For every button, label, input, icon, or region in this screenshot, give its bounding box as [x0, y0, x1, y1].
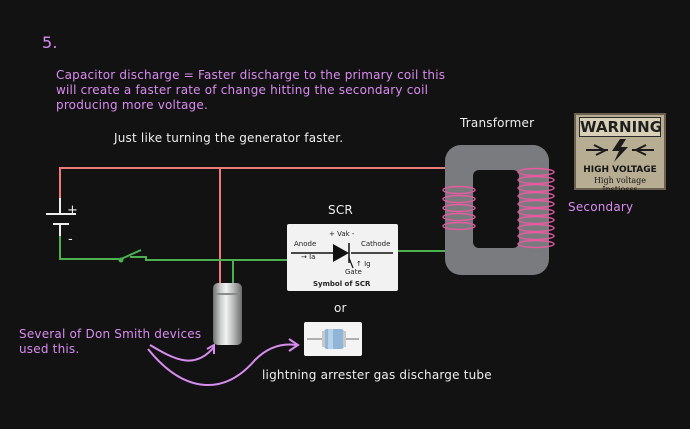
scr-ig-label: ↑ Ig — [356, 260, 371, 268]
devices-note-line: used this. — [19, 342, 80, 356]
note-line: producing more voltage. — [56, 98, 208, 112]
lightning-bolt-icon — [586, 139, 654, 162]
scr-vak-label: + Vak - — [329, 230, 355, 238]
battery-plus-label: + — [67, 203, 79, 218]
switch-lever — [120, 249, 142, 260]
gas-tube-icon — [307, 329, 359, 349]
thyristor-icon — [291, 243, 393, 269]
step-number: 5. — [42, 33, 58, 52]
arrow-to-tube — [147, 343, 297, 387]
scr-gate-label: Gate — [345, 268, 362, 276]
secondary-coil — [517, 167, 555, 249]
switch-contact — [118, 257, 124, 263]
scr-caption: Symbol of SCR — [313, 280, 371, 288]
arrow-to-capacitor-head — [206, 343, 215, 354]
warning-line-2: High voltage Instiosss — [593, 176, 647, 194]
scr-anode-label: Anode — [294, 240, 317, 248]
scr-label: SCR — [328, 203, 353, 217]
gas-discharge-tube-label: lightning arrester gas discharge tube — [262, 368, 492, 382]
capacitor-discharge-note: Capacitor discharge = Faster discharge t… — [56, 68, 456, 113]
devices-note: Several of Don Smith devices used this. — [19, 327, 201, 357]
high-voltage-warning-sign: WARNING HIGH VOLTAGE High voltage Instio… — [574, 113, 666, 194]
note-line: will create a faster rate of change hitt… — [56, 83, 429, 97]
scr-ia-label: → Ia — [301, 253, 316, 261]
transformer-core — [445, 145, 549, 275]
scr-cathode-label: Cathode — [361, 240, 391, 248]
generator-comparison: Just like turning the generator faster. — [114, 131, 344, 145]
devices-note-line: Several of Don Smith devices — [19, 327, 202, 341]
return-wire — [59, 236, 455, 283]
gas-discharge-tube-image — [304, 322, 362, 356]
positive-wire — [59, 167, 472, 285]
capacitor-image — [213, 283, 242, 345]
battery-symbol — [46, 198, 76, 236]
primary-coil — [442, 185, 476, 231]
transformer-label: Transformer — [460, 116, 535, 130]
secondary-label: Secondary — [568, 200, 634, 214]
or-label: or — [334, 301, 347, 315]
warning-title: WARNING — [579, 117, 663, 137]
arrow-to-tube-head — [288, 338, 300, 352]
warning-line-1: HIGH VOLTAGE — [583, 165, 657, 175]
scr-symbol-image: + Vak - Anode Cathode → Ia ↑ Ig Gate Sym… — [287, 224, 398, 291]
note-line: Capacitor discharge = Faster discharge t… — [56, 68, 446, 82]
arrow-to-capacitor — [149, 344, 215, 362]
battery-minus-label: - — [68, 232, 73, 247]
